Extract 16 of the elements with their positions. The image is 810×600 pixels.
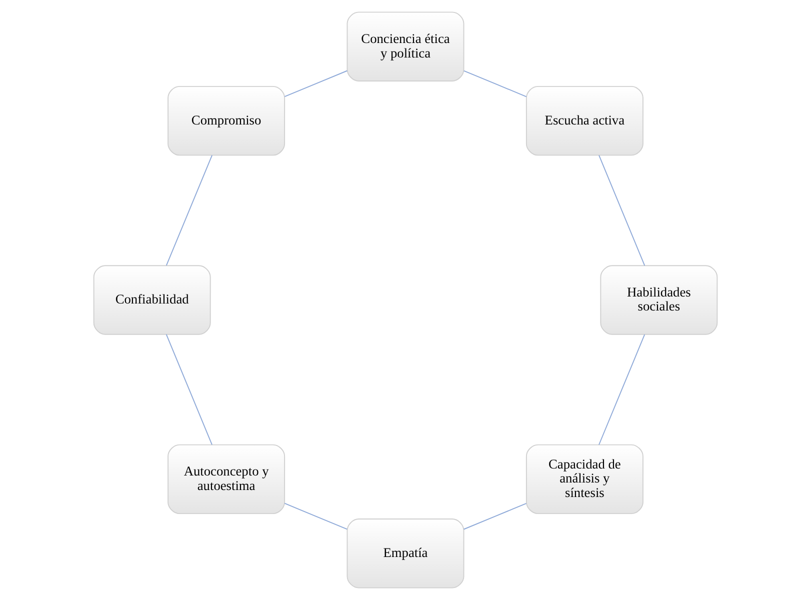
node-box: Habilidades sociales <box>600 265 718 335</box>
node-box: Conciencia ética y política <box>346 12 464 82</box>
connector <box>165 334 212 446</box>
node-box: Capacidad de análisis y síntesis <box>525 444 643 514</box>
connector <box>165 154 212 266</box>
connector <box>284 502 348 530</box>
connector <box>462 70 526 98</box>
connector <box>462 502 526 530</box>
node-box: Confiabilidad <box>92 265 210 335</box>
node-box: Escucha activa <box>525 86 643 156</box>
connector <box>598 154 645 266</box>
node-box: Autoconcepto y autoestima <box>167 444 285 514</box>
connector <box>284 70 348 98</box>
node-box: Empatía <box>346 518 464 588</box>
connector <box>598 334 645 446</box>
node-box: Compromiso <box>167 86 285 156</box>
